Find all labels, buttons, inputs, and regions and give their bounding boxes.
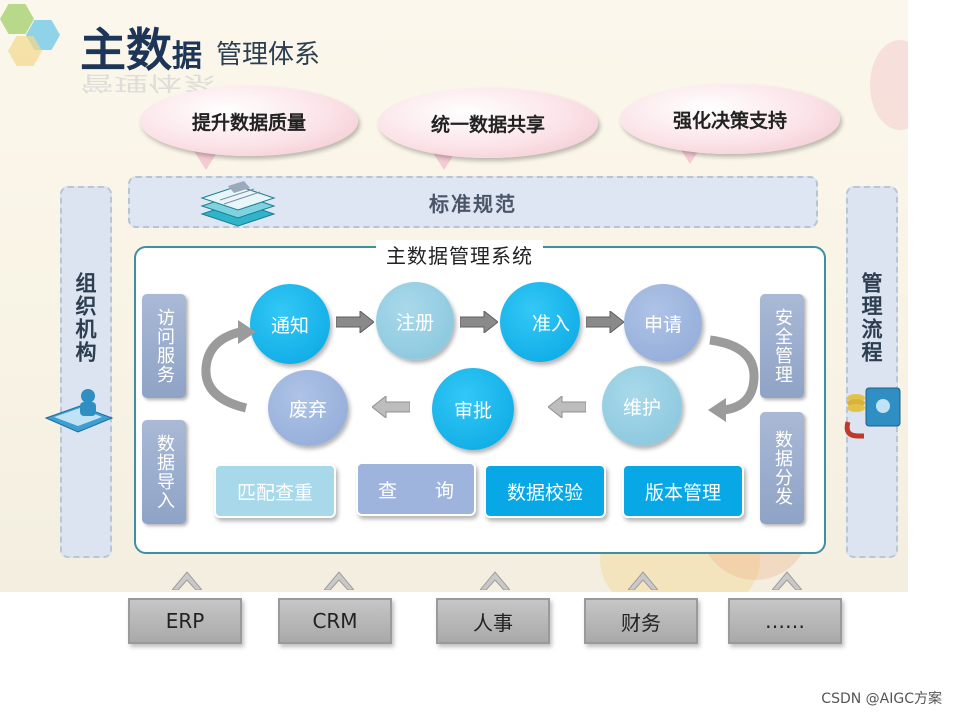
dedup-matching-box[interactable]: 匹配查重 [214,464,336,518]
standards-label: 标准规范 [429,191,517,216]
curved-arrow-left [201,320,256,413]
title-main-tail: 据 [172,39,202,74]
goal-bubble-2: 统一数据共享 [378,88,598,158]
curved-arrow-right [708,335,759,422]
slide-background: 主数据 管理体系 管理体系 提升数据质量 统一数据共享 强化决策支持 标准规范 … [0,0,908,592]
flow-arrow-right-2 [460,311,498,333]
source-system-more-label: …… [765,609,805,633]
access-service-label: 访问服务 [154,308,175,384]
dedup-matching-label: 匹配查重 [236,481,313,504]
source-system-hr[interactable]: 人事 [436,598,550,644]
page-subtitle: 管理体系 [216,40,321,70]
management-process-label: 管理流程 [859,272,883,364]
step-notify-label: 通知 [270,314,309,337]
safe-with-coins-icon [844,387,901,439]
data-import-label: 数据导入 [154,434,175,510]
goal-label-1: 提升数据质量 [191,111,306,134]
step-register[interactable]: 注册 [376,282,454,360]
step-register-label: 注册 [395,311,434,334]
step-notify[interactable]: 通知 [250,284,330,364]
query-box[interactable]: 查 询 [356,462,476,516]
source-system-crm-label: CRM [312,609,358,633]
source-system-erp[interactable]: ERP [128,598,242,644]
watermark: CSDN @AIGC方案 [821,691,942,707]
security-management-label: 安全管理 [772,308,793,384]
step-maintain[interactable]: 维护 [602,366,682,446]
person-at-desk-icon [44,389,114,433]
step-discard[interactable]: 废弃 [268,370,348,446]
decor-blob-pink [870,40,908,130]
mdm-system-title: 主数据管理系统 [376,240,543,269]
step-approve-label: 审批 [453,399,492,422]
page-title: 主数据 [80,14,202,80]
up-chevron-5 [772,571,802,590]
goal-label-2: 统一数据共享 [430,113,545,136]
version-management-box[interactable]: 版本管理 [622,464,744,518]
data-distribution-box[interactable]: 数据分发 [760,412,804,524]
data-validation-box[interactable]: 数据校验 [484,464,606,518]
source-system-erp-label: ERP [165,609,205,633]
org-structure-label: 组织机构 [73,272,97,364]
data-validation-label: 数据校验 [506,481,583,504]
access-service-box[interactable]: 访问服务 [142,294,186,398]
title-main-text: 主数 [80,23,172,77]
data-distribution-label: 数据分发 [772,430,793,506]
flow-arrow-right-1 [336,311,374,333]
security-management-box[interactable]: 安全管理 [760,294,804,398]
step-apply-label: 申请 [643,313,682,336]
query-label: 查 询 [377,479,454,502]
goal-bubble-1: 提升数据质量 [140,86,358,156]
org-structure-column [60,186,112,558]
flow-arrow-left-1 [372,396,410,418]
source-system-crm[interactable]: CRM [278,598,392,644]
source-system-finance[interactable]: 财务 [584,598,698,644]
decor-hexagon-yellow [8,36,42,66]
goal-label-3: 强化决策支持 [672,109,787,132]
step-apply[interactable]: 申请 [624,284,702,362]
step-approve[interactable]: 审批 [432,368,514,450]
version-management-label: 版本管理 [644,481,721,504]
up-chevron-3 [480,571,510,590]
step-discard-label: 废弃 [288,398,327,421]
decor-hexagon-green [0,4,34,34]
documents-stack-icon [200,181,276,227]
source-system-finance-label: 财务 [621,610,661,635]
step-maintain-label: 维护 [622,396,661,419]
source-system-more[interactable]: …… [728,598,842,644]
step-admission-label: 准入 [531,312,570,335]
management-process-column [846,186,898,558]
up-chevron-2 [324,571,354,590]
flow-arrow-left-2 [548,396,586,418]
up-chevron-4 [628,571,658,590]
step-admission[interactable]: 准入 [500,282,580,362]
data-import-box[interactable]: 数据导入 [142,420,186,524]
goal-bubble-3: 强化决策支持 [620,84,840,154]
source-system-hr-label: 人事 [473,610,513,635]
flow-arrow-right-3 [586,311,624,333]
up-chevron-1 [172,571,202,590]
